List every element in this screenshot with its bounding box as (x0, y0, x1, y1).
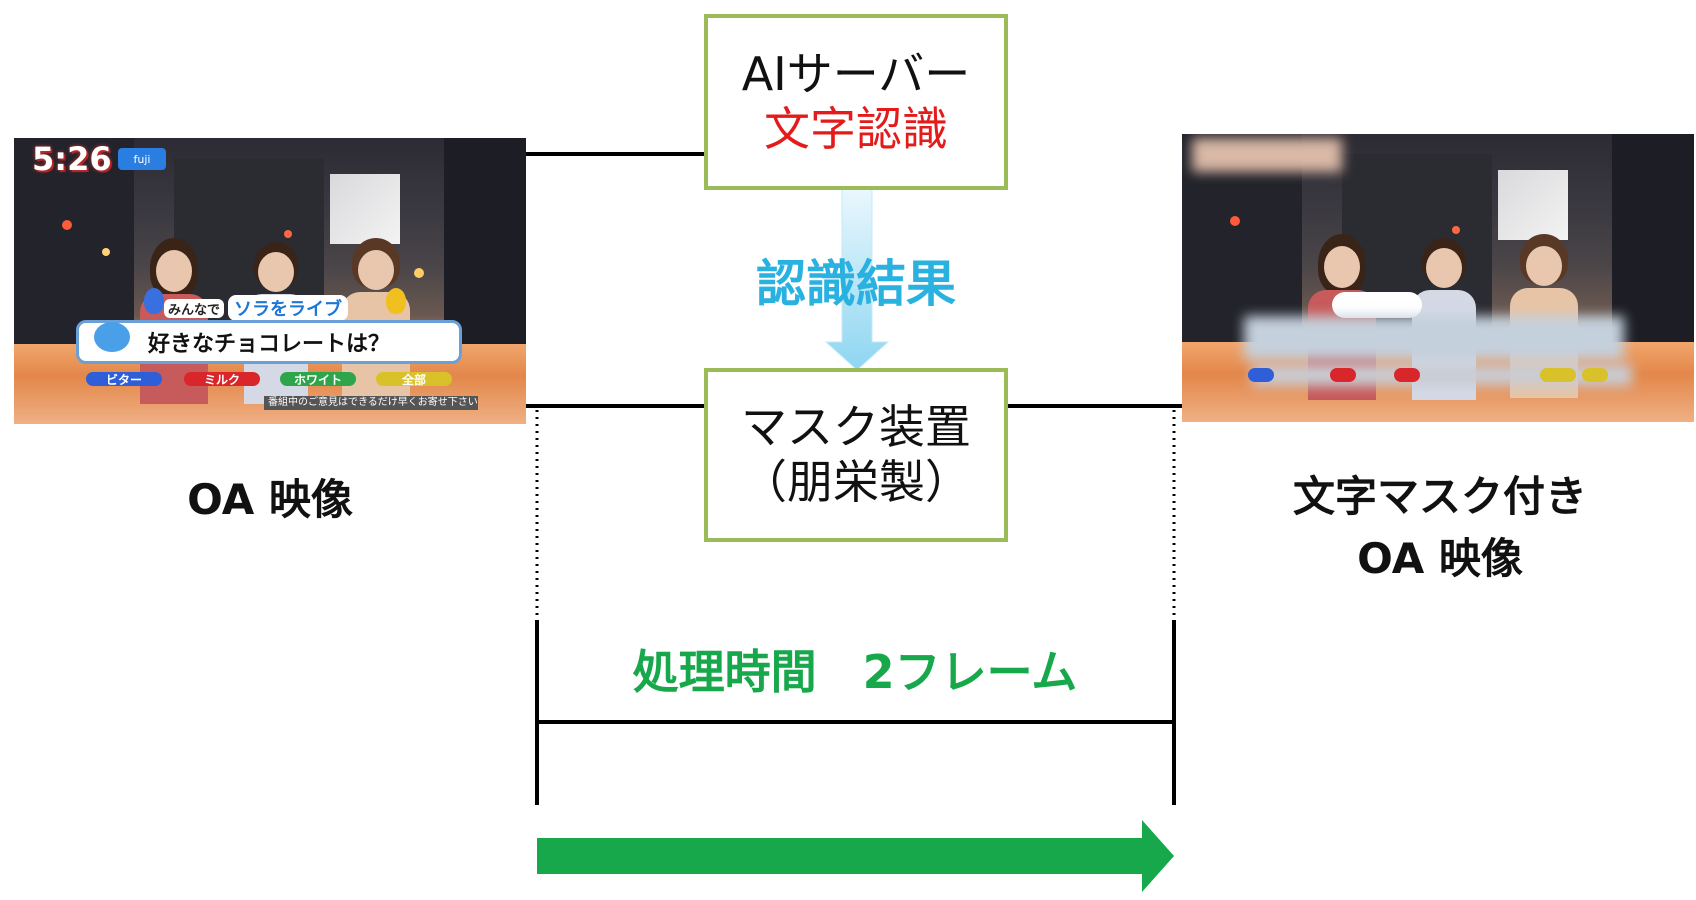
oa-video-frame: 5:26 fuji みんなで ソラをライブ 好きなチョコレートは？ ビター ミル… (14, 138, 526, 424)
building (1612, 134, 1694, 354)
corner-title: みんなで ソラをライブ (164, 295, 394, 321)
balloon (386, 288, 406, 314)
building (14, 138, 134, 348)
channel-logo-text: fuji (133, 152, 151, 166)
billboard (330, 174, 400, 244)
masked-oa-video-frame (1182, 134, 1694, 422)
question-banner: 好きなチョコレートは？ (76, 320, 462, 364)
street-light (62, 220, 72, 230)
speech-bubble-icon (94, 322, 130, 352)
billboard (1498, 170, 1568, 240)
masked-oa-video-caption: 文字マスク付き OA 映像 (1230, 466, 1650, 590)
question-mask (1244, 316, 1624, 360)
street-light (284, 230, 292, 238)
option-pill (1330, 368, 1356, 382)
mask-device-maker: （朋栄製） (741, 455, 971, 509)
masked-caption-line2: OA 映像 (1357, 534, 1523, 583)
balloon (144, 288, 164, 314)
ai-server-function: 文字認識 (764, 102, 948, 156)
option-label: 全部 (401, 372, 426, 387)
option-pill: ホワイト (280, 372, 356, 387)
street-light (102, 248, 110, 256)
option-pill (1582, 368, 1608, 382)
mask-device-title: マスク装置 (741, 399, 971, 454)
option-pill (1248, 368, 1274, 382)
option-pill: ミルク (184, 372, 260, 387)
processing-time-label: 処理時間 2フレーム (632, 645, 1078, 699)
question-text: 好きなチョコレートは？ (147, 332, 390, 357)
option-label: ホワイト (293, 372, 342, 387)
mask-device-box: マスク装置 （朋栄製） (704, 368, 1008, 542)
option-label: ミルク (203, 372, 240, 387)
option-pill (1540, 368, 1576, 382)
corner-title-main: ソラをライブ (228, 295, 349, 321)
street-light (1230, 216, 1240, 226)
option-pill: 全部 (376, 372, 452, 387)
clock-overlay: 5:26 (32, 140, 112, 178)
ai-server-box: AIサーバー 文字認識 (704, 14, 1008, 190)
option-pill: ビター (86, 372, 162, 387)
recognition-result-label: 認識結果 (756, 255, 956, 313)
oa-video-caption: OA 映像 (187, 475, 353, 524)
option-label: ビター (105, 372, 142, 387)
masked-caption-line1: 文字マスク付き (1292, 472, 1587, 521)
option-pill (1394, 368, 1420, 382)
clock-mask (1192, 138, 1342, 172)
ticker: 番組中のご意見はできるだけ早くお寄せ下さい (264, 396, 478, 410)
banner-cloud (1332, 292, 1422, 318)
recognition-arrow (824, 187, 890, 371)
street-light (1452, 226, 1460, 234)
time-arrow (537, 820, 1174, 892)
ai-server-title: AIサーバー (741, 46, 971, 101)
corner-title-prefix: みんなで (164, 298, 225, 318)
channel-logo: fuji (118, 148, 166, 170)
street-light (414, 268, 424, 278)
